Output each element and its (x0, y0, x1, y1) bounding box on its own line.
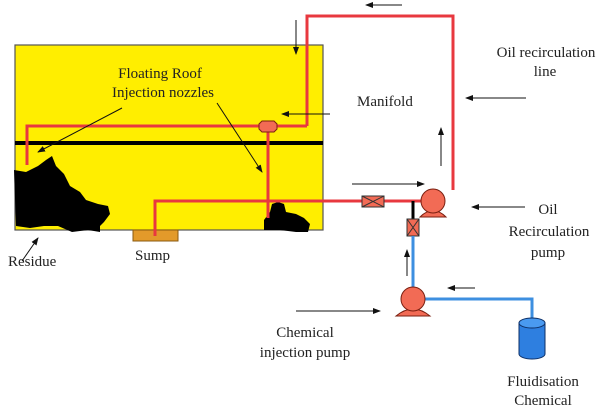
valve-oil-line (361, 195, 385, 208)
label-oil-recirc-line-2: line (534, 64, 557, 80)
fluidisation-chemical-drum (518, 317, 546, 360)
residue-left (14, 156, 110, 232)
arrow-nozzle-right (216, 102, 263, 173)
label-oil-recirc-line-1: Oil recirculation (497, 45, 596, 61)
arrow-residue (21, 237, 39, 262)
label-injection-nozzles: Injection nozzles (112, 85, 214, 101)
arrow-nozzle-left (37, 107, 123, 153)
label-chem-drum-2: Chemical (514, 393, 571, 409)
flow-arrows (21, 2, 526, 314)
label-oil-pump-3: pump (531, 245, 565, 261)
label-manifold: Manifold (357, 94, 413, 110)
residue-right (264, 202, 310, 232)
label-oil-pump-1: Oil (538, 202, 557, 218)
label-residue: Residue (8, 254, 57, 270)
label-floating-roof: Floating Roof (118, 66, 202, 82)
label-chem-pump-2: injection pump (260, 345, 350, 361)
label-chem-pump-1: Chemical (276, 325, 333, 341)
chemical-injection-pump (394, 286, 432, 317)
valve-chemical-line (406, 218, 420, 237)
label-chem-drum-1: Fluidisation (507, 374, 579, 390)
oil-recirculation-pipe (25, 14, 455, 236)
label-oil-pump-2: Recirculation (509, 224, 590, 240)
chemical-pipe (411, 236, 534, 318)
oil-recirculation-pump (418, 188, 448, 218)
manifold (258, 120, 278, 133)
label-sump: Sump (135, 248, 170, 264)
